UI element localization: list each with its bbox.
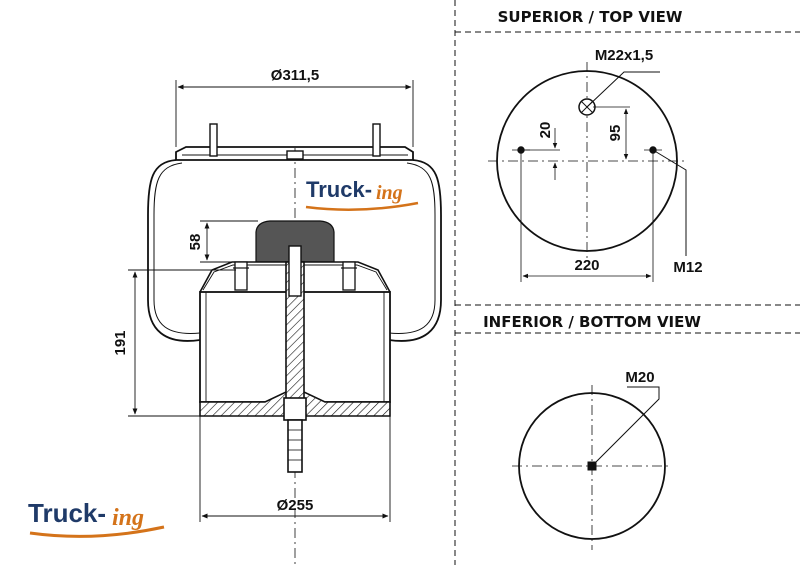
side-view xyxy=(128,80,442,565)
stud-right xyxy=(372,123,381,157)
top-thread-center-label: M22x1,5 xyxy=(595,47,653,64)
dim-offset-20: 20 xyxy=(537,122,554,139)
dim-bottom-diameter: Ø255 xyxy=(277,497,314,514)
dim-bumper: 58 xyxy=(187,234,204,251)
bottom-thread-center-label: M20 xyxy=(625,369,654,386)
brand-logo: Truck- ing xyxy=(28,498,165,538)
bottom-stud xyxy=(287,419,303,473)
bottom-view xyxy=(512,385,672,550)
dim-top-diameter: Ø311,5 xyxy=(271,67,319,84)
bellows-logo: Truck- ing xyxy=(305,177,419,211)
bottom-view-title: INFERIOR / BOTTOM VIEW xyxy=(483,313,701,331)
section-dividers xyxy=(454,0,800,565)
center-nut-top xyxy=(286,150,304,160)
bellows-logo-part2: ing xyxy=(376,182,403,204)
bump-stop xyxy=(255,220,335,263)
brand-logo-part1: Truck- xyxy=(28,498,106,528)
top-view xyxy=(488,62,687,282)
bellows-logo-part1: Truck- xyxy=(306,177,372,202)
dim-spacing-220: 220 xyxy=(574,257,599,274)
brand-logo-part2: ing xyxy=(112,505,144,531)
dim-height: 191 xyxy=(112,330,129,355)
dim-offset-95: 95 xyxy=(607,125,624,142)
top-view-title: SUPERIOR / TOP VIEW xyxy=(498,8,683,26)
bellows-outer xyxy=(147,159,201,342)
stud-left xyxy=(209,123,218,157)
top-thread-side-label: M12 xyxy=(673,259,702,276)
